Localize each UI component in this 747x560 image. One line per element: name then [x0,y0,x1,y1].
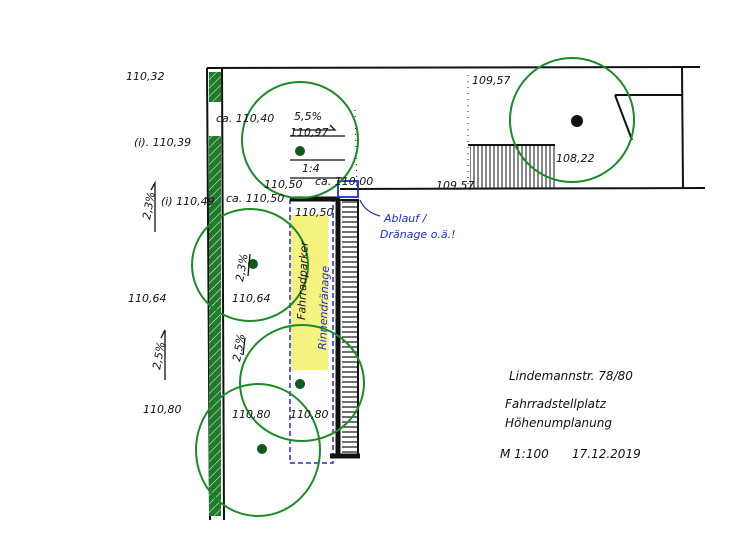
elevation-label: 110,32 [126,70,165,83]
elevation-label: 110,50 [295,206,334,219]
drain-channel-label: Rinnendränage [316,265,332,350]
tree-canopy [195,383,321,517]
building-outline [206,66,706,521]
elevation-label: 110,50 [264,178,303,191]
drain-channel [289,199,334,464]
tree-trunk [295,146,305,156]
ramp [290,135,345,179]
retaining-wall [290,196,360,459]
plan-subtitle: Höhenumplanung [505,416,612,430]
tree-trunk [295,379,305,389]
elevation-label: (i). 110,39 [134,136,191,149]
bike-parking-area [291,215,328,370]
tree-canopy [191,208,309,322]
tree-canopy [509,57,635,183]
drain-note-leader [359,199,381,217]
drain-note: Dränage o.ä.! [380,228,456,241]
stairs [470,146,555,188]
elevation-label: ca. 110,50 [226,192,284,205]
tree-trunk [257,444,267,454]
hedge [209,136,221,516]
slope-label: 2,5% [230,333,248,363]
elevation-label: 109,57 [472,74,511,87]
plan-title: Fahrradstellplatz [505,397,607,411]
tree-trunk [571,115,583,127]
slope-label: 2,3% [140,191,158,221]
address: Lindemannstr. 78/80 [509,369,633,383]
slope-arrows [150,124,337,380]
bike-parking-label: Fahrradparker [295,240,311,321]
elevation-label: 110,80 [232,408,271,421]
tree-canopy [239,324,365,442]
drain-outlet [337,180,359,198]
hatched-wall [337,199,359,456]
ramp-ratio: 1:4 [302,162,320,175]
elevation-label: 110,80 [143,403,182,416]
plan-date: 17.12.2019 [572,447,641,461]
elevation-label: 109,57 [436,179,475,192]
drain-note: Ablauf / [383,212,428,225]
elevation-label: (i) 110,49 [161,195,215,208]
tree-trunks [248,115,583,454]
slope-label: 5,5% [294,110,322,123]
elevation-label: ca. 110,00 [315,175,373,188]
plan-scale: M 1:100 [500,447,549,461]
elevation-label: 110,97 [290,126,329,139]
tree-canopy [241,81,359,199]
trees [191,57,635,517]
slope-label: 2,5% [150,341,168,371]
elevation-label: 110,80 [290,408,329,421]
elevation-label: 110,64 [128,292,167,305]
slope-label: 2,3% [233,253,251,283]
elevation-label: ca. 110,40 [216,112,274,125]
elevation-label: 108,22 [556,152,595,165]
hedge [209,72,221,102]
elevation-label: 110,64 [232,292,271,305]
tree-trunk [248,259,258,269]
